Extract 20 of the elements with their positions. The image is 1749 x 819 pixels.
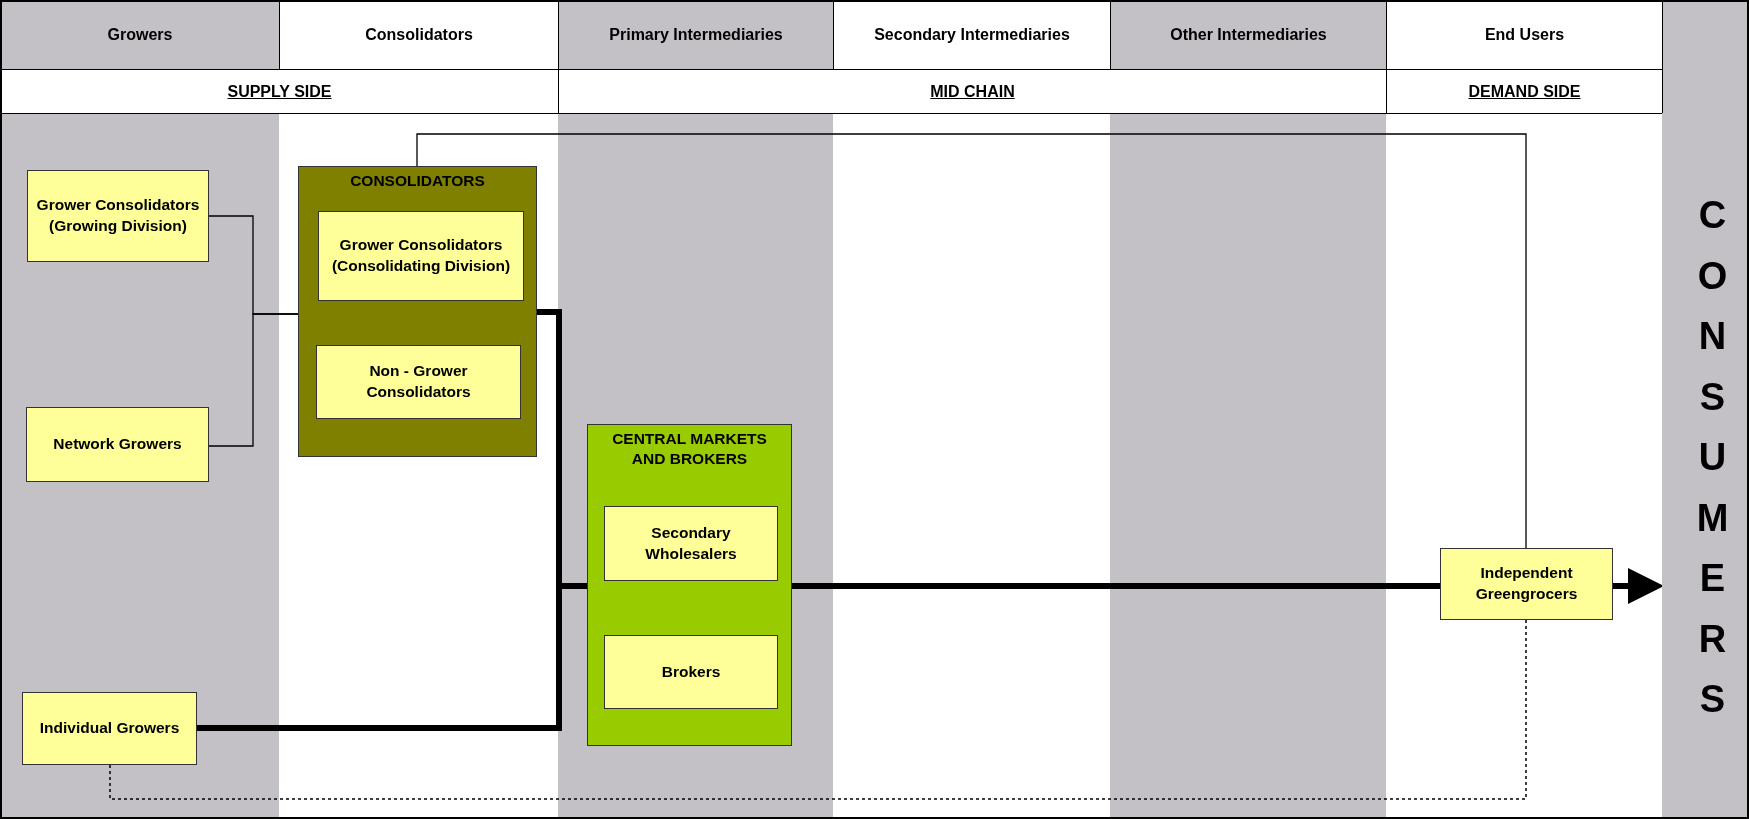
process-box: Non - Grower Consolidators [316, 345, 521, 419]
group-box [298, 166, 537, 457]
thick-connector [792, 583, 1440, 589]
connector-line [416, 133, 1527, 549]
group-box [587, 424, 792, 746]
group-title: CENTRAL MARKETS AND BROKERS [611, 429, 768, 470]
connector-line [208, 313, 299, 447]
column-header: Growers [0, 0, 280, 70]
process-box: Brokers [604, 635, 778, 709]
column-header: Primary Intermediaries [558, 0, 834, 70]
process-box: Grower Consolidators (Growing Division) [27, 170, 209, 262]
process-box: Grower Consolidators (Consolidating Division) [318, 211, 524, 301]
process-box: Individual Growers [22, 692, 197, 765]
process-box: Network Growers [26, 407, 209, 482]
process-box: Secondary Wholesalers [604, 506, 778, 581]
column-header: Other Intermediaries [1110, 0, 1387, 70]
dotted-connector [109, 619, 1527, 800]
arrow [1613, 568, 1664, 604]
process-box: Independent Greengrocers [1440, 548, 1613, 620]
group-title: CONSOLIDATORS [349, 171, 486, 191]
